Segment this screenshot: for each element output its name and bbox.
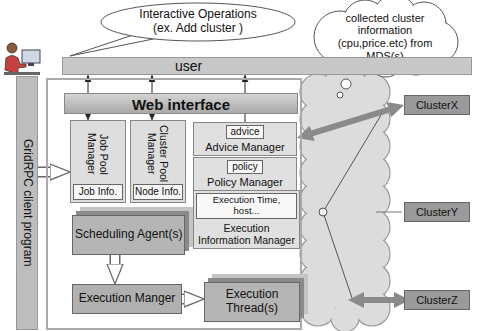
node-label: Job Pool Manager (86, 124, 110, 184)
node-dot (319, 208, 327, 216)
cloud-tail (337, 92, 343, 98)
framework-panel: Web interfaceJob Pool ManagerJob Info.Cl… (46, 78, 302, 330)
node-label: user (175, 58, 202, 74)
node-label: Scheduling Agent(s) (75, 228, 182, 242)
node-label: policy (232, 161, 258, 173)
manager-box: Job Pool ManagerJob Info. (70, 120, 126, 203)
agent-box: Scheduling Agent(s) (72, 215, 185, 255)
info-box: Node Info. (133, 184, 183, 200)
node-label: Execution Information Manager (196, 222, 297, 246)
monitor (22, 50, 40, 63)
link-line (376, 212, 402, 213)
cloud-tail (341, 79, 351, 89)
manager-box: Execution Information Manager Execution T… (193, 190, 300, 249)
node-label: Interactive Operations (ex. Add cluster … (128, 8, 268, 36)
manager-box: Advice Manager advice (193, 122, 297, 156)
block-arrow (38, 168, 58, 176)
head (7, 43, 17, 53)
header-box: Execution Time, host... (196, 193, 297, 219)
client-bar: GridRPC client program (16, 76, 38, 330)
manager-box: Cluster Pool ManagerNode Info. (130, 120, 186, 203)
info-box: Job Info. (73, 184, 123, 200)
user-band: user (62, 57, 472, 75)
cloud-part (332, 305, 358, 331)
node-label: Execution Thread(s) (207, 288, 297, 316)
node-label: Node Info. (135, 186, 181, 198)
double-arrow (356, 297, 402, 303)
node-label: ClusterX (416, 99, 458, 112)
connector (115, 255, 116, 272)
node-label: Execution Time, host... (199, 195, 294, 217)
cloud-links (319, 110, 402, 300)
connector (305, 107, 397, 135)
connector-line (305, 107, 397, 135)
block-arrow (111, 255, 119, 272)
speech-bubble: Interactive Operations (ex. Add cluster … (100, 2, 296, 42)
block-arrow-outline (38, 167, 58, 178)
header-box: advice (226, 125, 265, 139)
cluster-box: ClusterX (404, 95, 470, 115)
block-arrow-outline (182, 294, 192, 305)
block-arrow (182, 295, 192, 303)
node-label: advice (231, 126, 260, 138)
header-box: policy (227, 160, 263, 174)
node-label: Cluster Pool Manager (146, 124, 170, 184)
node-label: Job Info. (79, 186, 117, 198)
connector (182, 299, 192, 300)
desk (4, 72, 40, 75)
cluster-box: ClusterZ (404, 290, 470, 310)
node-label: Advice Manager (205, 141, 285, 154)
monitor-stand (28, 63, 34, 66)
node-label: Execution Manger (79, 292, 176, 306)
node-label: ClusterZ (416, 294, 458, 307)
node-label: GridRPC client program (20, 88, 34, 318)
link-line (323, 212, 352, 298)
connector (38, 172, 58, 173)
network-cloud (300, 62, 390, 331)
thread-box: Execution Thread(s) (204, 282, 300, 322)
panel-heading: Web interface (64, 93, 298, 114)
node-label: collected cluster information (cpu,price… (330, 12, 440, 63)
node-label: ClusterY (416, 206, 458, 219)
bubble-body (101, 3, 295, 41)
cloud-part (331, 304, 359, 331)
node-label: Policy Manager (207, 176, 283, 189)
cluster-box: ClusterY (404, 202, 470, 222)
body (5, 56, 26, 75)
user-icon (4, 43, 40, 75)
manager-box: Policy Manager policy (193, 157, 297, 191)
manager-box: Execution Manger (72, 284, 182, 314)
block-arrow-outline (110, 255, 121, 272)
